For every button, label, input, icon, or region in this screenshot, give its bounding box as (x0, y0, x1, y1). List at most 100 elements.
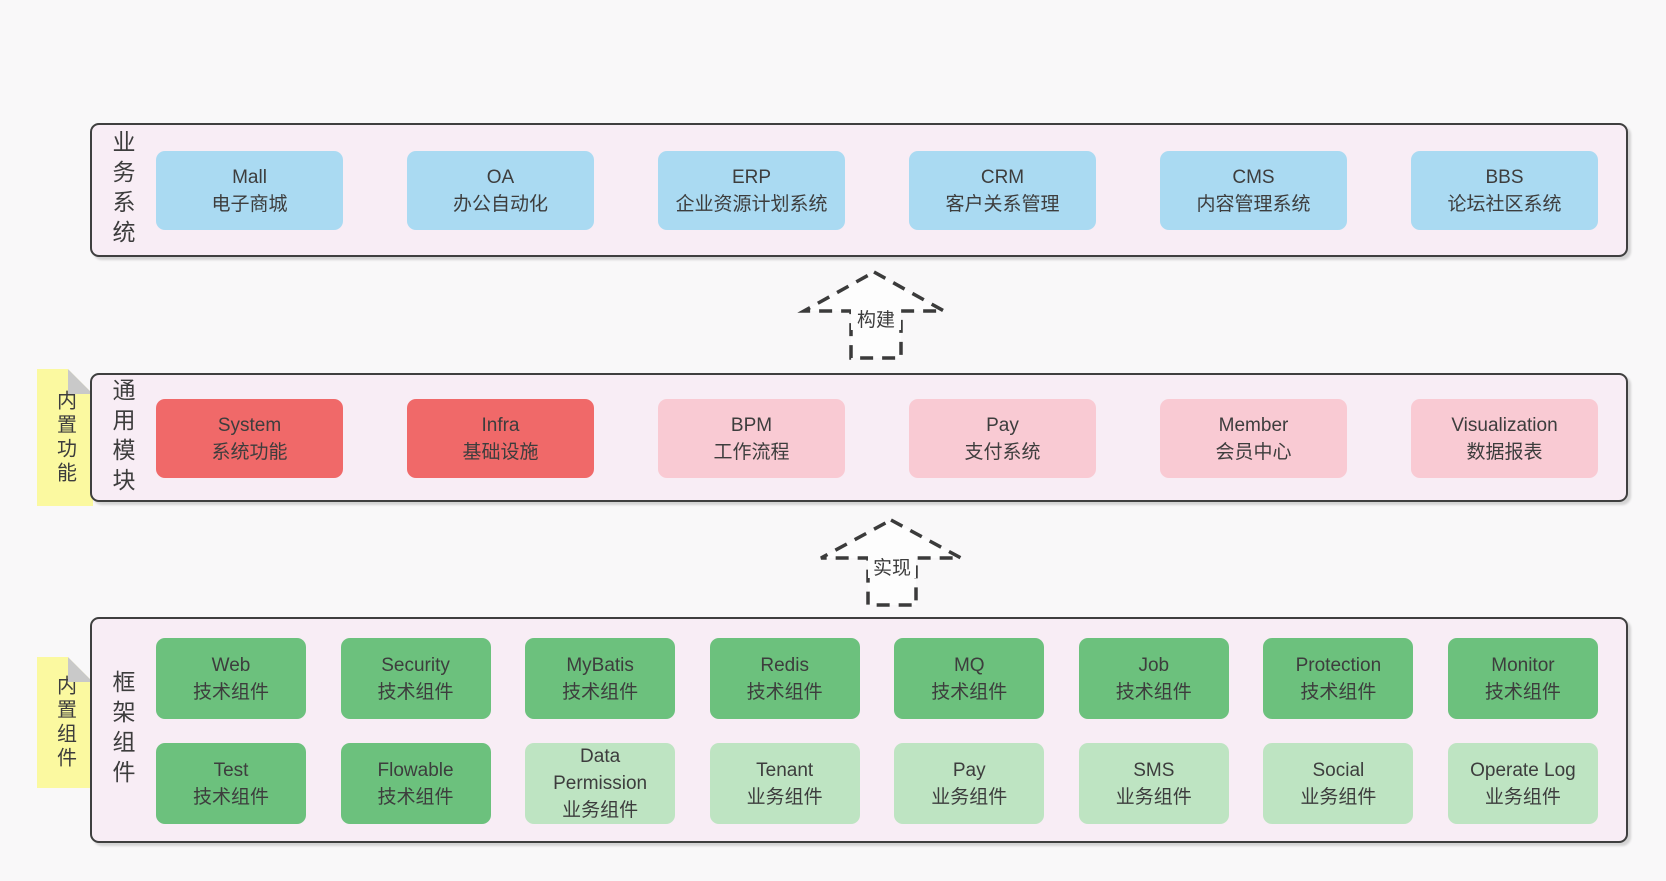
box-erp: ERP 企业资源计划系统 (658, 151, 845, 230)
box-title: Visualization (1451, 414, 1558, 436)
arrow-label-bg (868, 554, 916, 578)
box-subtitle: 技术组件 (1484, 681, 1561, 703)
box-title: Pay (952, 759, 986, 781)
box-title: CRM (980, 166, 1025, 188)
box-subtitle: 技术组件 (562, 681, 639, 703)
box-subtitle: 基础设施 (462, 441, 539, 463)
box-flowable: Flowable 技术组件 (340, 743, 491, 824)
framework-row-1: Web 技术组件 Security 技术组件 MyBatis 技术组件 Redi… (156, 638, 1598, 719)
box-title: CMS (1232, 166, 1275, 188)
implement-arrow-up: 实现 (820, 518, 962, 607)
business-systems-row: Mall 电子商城 OA 办公自动化 ERP 企业资源计划系统 CRM 客户关系… (156, 151, 1598, 230)
box-subtitle: 技术组件 (746, 681, 823, 703)
box-subtitle: 业务组件 (746, 786, 823, 808)
box-pay-module: Pay 支付系统 (909, 399, 1096, 478)
box-tenant: Tenant 业务组件 (709, 743, 860, 824)
box-title: Flowable (377, 759, 454, 781)
box-subtitle: 系统功能 (211, 441, 288, 463)
box-title: Social (1312, 759, 1365, 781)
box-title: Mall (232, 166, 267, 188)
box-subtitle: 业务组件 (931, 786, 1008, 808)
box-subtitle: 技术组件 (192, 786, 269, 808)
box-security: Security 技术组件 (340, 638, 491, 719)
box-subtitle: 企业资源计划系统 (675, 193, 828, 215)
layer-label-business-systems: 业务系统 (109, 130, 135, 250)
box-subtitle: 技术组件 (931, 681, 1008, 703)
box-subtitle: 办公自动化 (452, 193, 548, 215)
box-member: Member 会员中心 (1160, 399, 1347, 478)
box-visualization: Visualization 数据报表 (1411, 399, 1598, 478)
box-title: Test (213, 759, 249, 781)
box-title: MQ (953, 654, 985, 676)
box-subtitle: 业务组件 (562, 800, 639, 821)
box-subtitle: 技术组件 (377, 681, 454, 703)
box-title: Protection (1295, 654, 1382, 676)
box-subtitle: 支付系统 (964, 441, 1041, 463)
box-title: BBS (1485, 166, 1524, 188)
box-social: Social 业务组件 (1263, 743, 1414, 824)
box-mall: Mall 电子商城 (156, 151, 343, 230)
sticky-note-built-in-components: 内置组件 (37, 657, 93, 788)
box-web: Web 技术组件 (156, 638, 306, 719)
box-subtitle: 会员中心 (1215, 441, 1292, 463)
box-protection: Protection 技术组件 (1263, 638, 1414, 719)
box-title: Data Permission (553, 746, 648, 794)
box-subtitle: 业务组件 (1300, 786, 1377, 808)
box-subtitle: 技术组件 (1300, 681, 1377, 703)
arrow-label-bg (851, 306, 901, 330)
box-title: BPM (730, 414, 773, 436)
sticky-note-built-in-features: 内置功能 (37, 369, 93, 506)
box-title: System (217, 414, 282, 436)
layer-label-framework-components: 框架组件 (109, 670, 135, 790)
box-redis: Redis 技术组件 (709, 638, 860, 719)
build-arrow-up: 构建 (797, 269, 951, 360)
box-mybatis: MyBatis 技术组件 (525, 638, 676, 719)
common-modules-row: System 系统功能 Infra 基础设施 BPM 工作流程 Pay 支付系统… (156, 399, 1598, 478)
box-bbs: BBS 论坛社区系统 (1411, 151, 1598, 230)
box-subtitle: 客户关系管理 (945, 193, 1060, 215)
build-arrow-label: 构建 (857, 309, 895, 331)
box-test: Test 技术组件 (156, 743, 306, 824)
sticky-note-text: 内置组件 (53, 674, 76, 771)
implement-arrow-label: 实现 (873, 557, 911, 579)
framework-components-layer: 框架组件 Web 技术组件 Security 技术组件 MyBatis 技术组件… (90, 617, 1628, 843)
box-oa: OA 办公自动化 (407, 151, 594, 230)
box-title: OA (486, 166, 515, 188)
box-subtitle: 技术组件 (192, 681, 269, 703)
box-pay-component: Pay 业务组件 (894, 743, 1045, 824)
box-cms: CMS 内容管理系统 (1160, 151, 1347, 230)
box-bpm: BPM 工作流程 (658, 399, 845, 478)
box-monitor: Monitor 技术组件 (1447, 638, 1598, 719)
box-title: ERP (731, 166, 772, 188)
box-subtitle: 电子商城 (211, 193, 288, 215)
box-job: Job 技术组件 (1078, 638, 1229, 719)
sticky-note-text: 内置功能 (53, 389, 76, 486)
box-subtitle: 技术组件 (377, 786, 454, 808)
box-subtitle: 工作流程 (713, 441, 790, 463)
box-title: Redis (760, 654, 809, 676)
box-title: Infra (481, 414, 520, 436)
box-sms: SMS 业务组件 (1078, 743, 1229, 824)
box-title: Monitor (1491, 654, 1555, 676)
layer-label-common-modules: 通用模块 (109, 377, 135, 498)
box-system: System 系统功能 (156, 399, 343, 478)
box-crm: CRM 客户关系管理 (909, 151, 1096, 230)
framework-row-2: Test 技术组件 Flowable 技术组件 Data Permission … (156, 743, 1598, 824)
box-title: Operate Log (1470, 759, 1576, 781)
box-operate-log: Operate Log 业务组件 (1447, 743, 1598, 824)
box-subtitle: 业务组件 (1115, 786, 1192, 808)
box-subtitle: 业务组件 (1484, 786, 1561, 808)
box-title: Security (381, 654, 450, 676)
box-subtitle: 论坛社区系统 (1447, 193, 1562, 215)
business-systems-layer: 业务系统 Mall 电子商城 OA 办公自动化 ERP 企业资源计划系统 CRM… (90, 123, 1628, 257)
box-subtitle: 技术组件 (1115, 681, 1192, 703)
box-mq: MQ 技术组件 (894, 638, 1045, 719)
box-title: Pay (986, 414, 1019, 436)
common-modules-layer: 通用模块 System 系统功能 Infra 基础设施 BPM 工作流程 Pay… (90, 373, 1628, 502)
box-title: Job (1138, 654, 1170, 676)
box-infra: Infra 基础设施 (407, 399, 594, 478)
box-data-permission: Data Permission 业务组件 (525, 743, 676, 824)
box-subtitle: 数据报表 (1466, 441, 1543, 463)
box-title: SMS (1133, 759, 1175, 781)
